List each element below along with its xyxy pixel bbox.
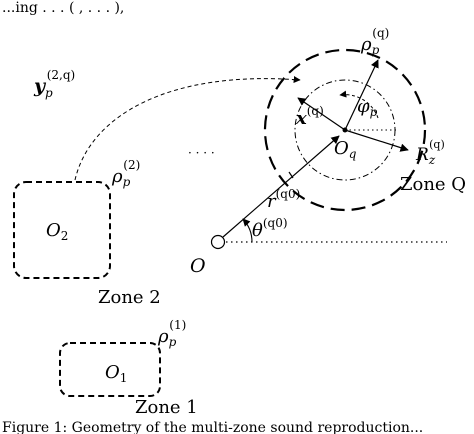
zone-1-boundary [59, 342, 161, 397]
zone-2-center-label: O2 [46, 220, 68, 243]
zone-1-name: Zone 1 [135, 397, 198, 418]
phi-arc [339, 90, 379, 119]
theta-arc [242, 218, 253, 243]
x-q-label: x(q) [295, 104, 324, 129]
zone-q-rho-label: ρp(q) [360, 26, 389, 57]
zone-2-boundary [13, 181, 111, 279]
theta-label: θ(q0) [252, 216, 288, 241]
radius-vector [344, 129, 409, 152]
origin-marker [210, 234, 226, 250]
r-q0-tick [288, 171, 294, 179]
zone-2-name: Zone 2 [98, 287, 161, 308]
zone-q-center-label: Oq [334, 138, 357, 161]
x-q-vector [297, 97, 346, 131]
radius-label: Rz(q) [415, 138, 445, 167]
y-p-2q-curve [74, 76, 301, 181]
caption-bottom: Figure 1: Geometry of the multi-zone sou… [2, 420, 423, 434]
zone-2-rho-label: ρp(2) [111, 158, 140, 189]
ellipsis: · · · · [188, 146, 215, 160]
zone-q-name: Zone Q [400, 174, 466, 195]
origin-label: O [190, 255, 206, 277]
phi-label: φp [357, 96, 378, 119]
zone-1-rho-label: ρp(1) [157, 318, 186, 349]
zone-1-center-label: O1 [105, 362, 127, 385]
r-q0-label: r(q0) [267, 187, 300, 212]
caption-top: ...ing . . . ( , . . . ), [2, 0, 124, 16]
zone-q-outer-circle [263, 48, 427, 212]
rho-q-vector [344, 59, 379, 131]
y-p-2q-label: yp(2,q) [33, 68, 75, 100]
r-q0-vector [222, 135, 340, 238]
